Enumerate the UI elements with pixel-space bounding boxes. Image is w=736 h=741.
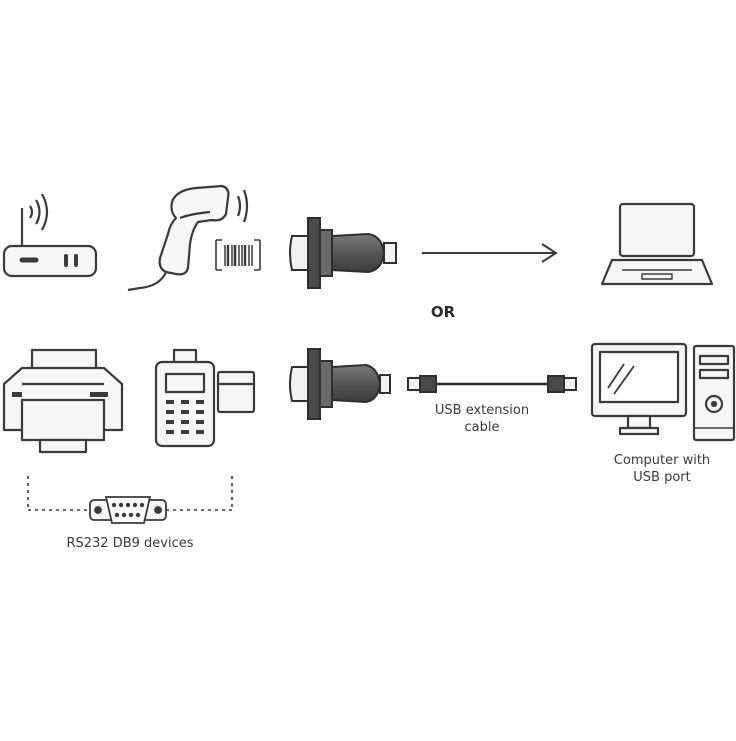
usb-extension-label: USB extension cable	[424, 402, 540, 436]
usb-extension-label-line2: cable	[464, 420, 500, 435]
computer-label: Computer with USB port	[596, 452, 728, 486]
usb-extension-cable-icon	[407, 375, 577, 393]
usb-serial-adapter-top-icon	[289, 217, 397, 289]
barcode-scanner-icon	[127, 184, 249, 292]
desktop-computer-icon	[590, 342, 736, 442]
usb-serial-adapter-bottom-icon	[289, 348, 391, 420]
computer-label-line2: USB port	[633, 470, 691, 485]
barcode-icon	[215, 239, 261, 271]
payment-terminal-icon	[154, 348, 256, 448]
printer-icon	[2, 348, 124, 454]
devices-label: RS232 DB9 devices	[66, 536, 194, 551]
arrow-icon	[422, 243, 558, 263]
or-label: OR	[430, 303, 456, 321]
usb-extension-label-line1: USB extension	[434, 403, 530, 418]
computer-label-line1: Computer with	[613, 453, 711, 468]
laptop-icon	[600, 202, 714, 286]
router-icon	[2, 193, 98, 278]
db9-connector-icon	[89, 496, 167, 524]
dotted-bracket	[27, 476, 233, 511]
